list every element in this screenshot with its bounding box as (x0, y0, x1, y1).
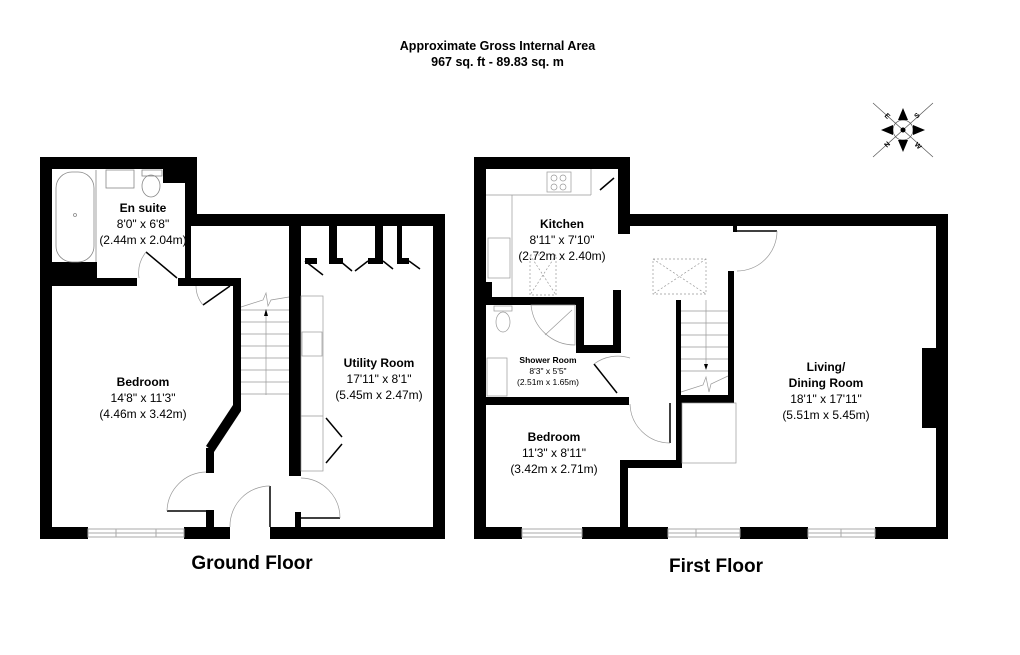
compass-letter-w: W (913, 141, 923, 151)
gross-area-title: Approximate Gross Internal Area (399, 39, 596, 53)
room-label-shower-room: Shower Room 8'3" x 5'5" (2.51m x 1.65m) (517, 355, 579, 388)
room-name: Bedroom (116, 375, 170, 389)
room-dimensions-metric: (2.44m x 2.04m) (99, 233, 187, 247)
room-dimensions-metric: (2.72m x 2.40m) (518, 249, 606, 263)
room-label-first-bedroom: Bedroom 11'3" x 8'11" (3.42m x 2.71m) (510, 429, 597, 477)
room-name: Kitchen (539, 217, 584, 231)
room-dimensions-imperial: 8'0" x 6'8" (116, 217, 170, 231)
first-floor-walls (474, 157, 948, 539)
compass-letter-n: N (883, 141, 892, 150)
room-dimensions-metric: (5.51m x 5.45m) (782, 408, 870, 422)
room-dimensions-metric: (4.46m x 3.42m) (99, 407, 187, 421)
compass-letter-s: S (913, 112, 921, 120)
room-dimensions-metric: (5.45m x 2.47m) (335, 388, 423, 402)
room-dimensions-metric: (2.51m x 1.65m) (517, 377, 579, 387)
room-label-living-dining-room: Living/ Dining Room 18'1" x 17'11" (5.51… (782, 359, 869, 423)
gross-area-value: 967 sq. ft - 89.83 sq. m (431, 55, 564, 69)
room-label-utility-room: Utility Room 17'11" x 8'1" (5.45m x 2.47… (335, 355, 422, 403)
room-dimensions-imperial: 18'1" x 17'11" (790, 392, 862, 406)
room-label-ground-bedroom: Bedroom 14'8" x 11'3" (4.46m x 3.42m) (99, 374, 186, 422)
room-dimensions-imperial: 14'8" x 11'3" (110, 391, 176, 405)
room-dimensions-imperial: 17'11" x 8'1" (346, 372, 412, 386)
room-dimensions-metric: (3.42m x 2.71m) (510, 462, 598, 476)
first-floor-plan (474, 157, 948, 539)
room-name: Shower Room (519, 355, 577, 365)
ground-floor-walls (40, 157, 445, 539)
compass-letter-e: E (883, 112, 891, 120)
room-label-en-suite: En suite 8'0" x 6'8" (2.44m x 2.04m) (99, 200, 186, 248)
room-name: Living/ (806, 360, 846, 374)
ground-floor-plan (40, 157, 445, 539)
room-name: En suite (119, 201, 167, 215)
room-dimensions-imperial: 8'3" x 5'5" (529, 366, 567, 376)
compass-rose-icon: E S N W (872, 102, 934, 158)
room-dimensions-imperial: 11'3" x 8'11" (521, 446, 587, 460)
gross-area-header: Approximate Gross Internal Area 967 sq. … (0, 38, 1020, 70)
room-name: Bedroom (527, 430, 581, 444)
first-floor-title: First Floor (669, 556, 763, 577)
room-name: Utility Room (343, 356, 415, 370)
room-label-kitchen: Kitchen 8'11" x 7'10" (2.72m x 2.40m) (518, 216, 605, 264)
ground-floor-title: Ground Floor (191, 553, 313, 574)
room-name-line-2: Dining Room (788, 376, 864, 390)
room-dimensions-imperial: 8'11" x 7'10" (529, 233, 595, 247)
